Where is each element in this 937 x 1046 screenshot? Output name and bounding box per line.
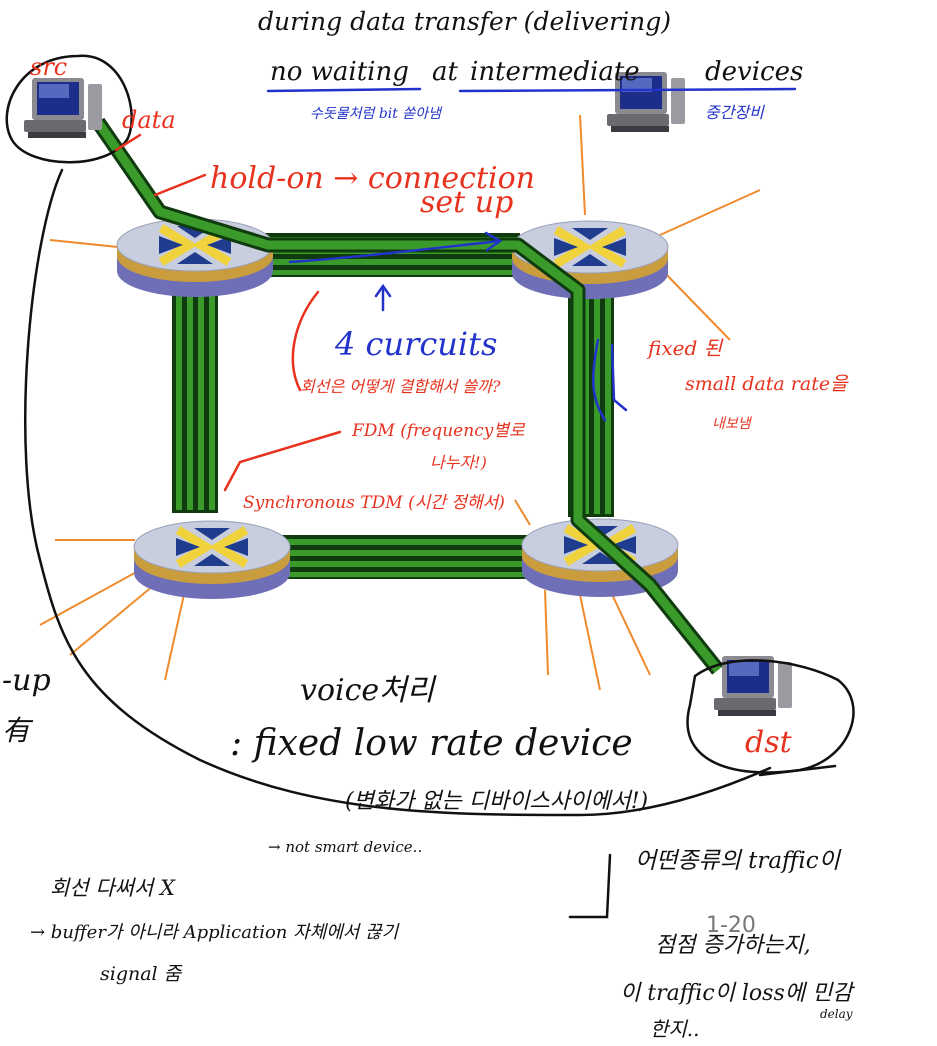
note-fixed-2: small data rate을 <box>685 373 849 395</box>
note-left-char: 有 <box>2 714 34 747</box>
note-delay: delay <box>820 1007 853 1021</box>
black-annotations <box>5 54 855 919</box>
end-to-end-circuit <box>91 117 724 675</box>
note-tdm: Synchronous TDM (시간 정해서) <box>243 493 505 513</box>
note-buffer: → buffer가 아니라 Application 자체에서 끊기 <box>30 922 400 943</box>
note-hold-on: hold-on → connection <box>210 161 535 196</box>
note-during-transfer: during data transfer (delivering) <box>258 7 671 36</box>
note-fixed-low-rate: : fixed low rate device <box>230 723 633 764</box>
note-data: data <box>122 106 176 134</box>
note-fdm-2: 나누자!) <box>430 453 487 472</box>
note-signal: signal 줌 <box>100 963 183 985</box>
switch-icon <box>134 521 290 599</box>
circuit-link-left <box>172 285 218 513</box>
switch-icon <box>117 219 273 297</box>
note-set-up: set up <box>420 185 513 220</box>
note-no-waiting: no waiting <box>270 57 409 87</box>
computer-icon <box>24 78 102 138</box>
note-intermediate: intermediate <box>470 57 640 87</box>
note-right-4: 한지.. <box>650 1017 700 1041</box>
note-right-2: 점점 증가하는지, <box>655 933 811 958</box>
red-annotations <box>114 133 342 492</box>
host-label-dst: dst <box>745 725 793 760</box>
note-voice: voice처리 <box>300 673 437 708</box>
note-fixed-1: fixed 된 <box>646 336 724 360</box>
computer-icon <box>714 656 792 716</box>
note-fdm-1: FDM (frequency별로 <box>351 421 526 441</box>
page-number: 1-20 <box>706 913 756 938</box>
note-korean-top-1: 수돗물처럼 bit 쏟아냄 <box>310 106 443 122</box>
blue-annotations <box>266 87 797 422</box>
host-label-src: src <box>30 53 67 81</box>
note-4-circuits: 4 curcuits <box>334 325 497 363</box>
circuit-link-bottom <box>282 535 527 579</box>
note-devices: devices <box>705 57 803 87</box>
note-korean-x: 회선 다써서 X <box>50 876 176 900</box>
note-fixed-3: 내보냄 <box>712 416 753 432</box>
note-right-1: 어떤종류의 traffic이 <box>635 848 842 874</box>
note-left-up: -up <box>2 663 51 698</box>
note-at: at <box>432 57 459 87</box>
note-korean-top-2: 중간장비 <box>705 103 765 122</box>
note-not-smart: → not smart device.. <box>268 838 422 856</box>
note-question: 회선은 어떻게 결합해서 쓸까? <box>300 377 501 396</box>
note-paren-korean: (변화가 없는 디바이스사이에서!) <box>345 789 648 814</box>
note-right-3: 이 traffic이 loss에 민감 <box>620 981 855 1006</box>
